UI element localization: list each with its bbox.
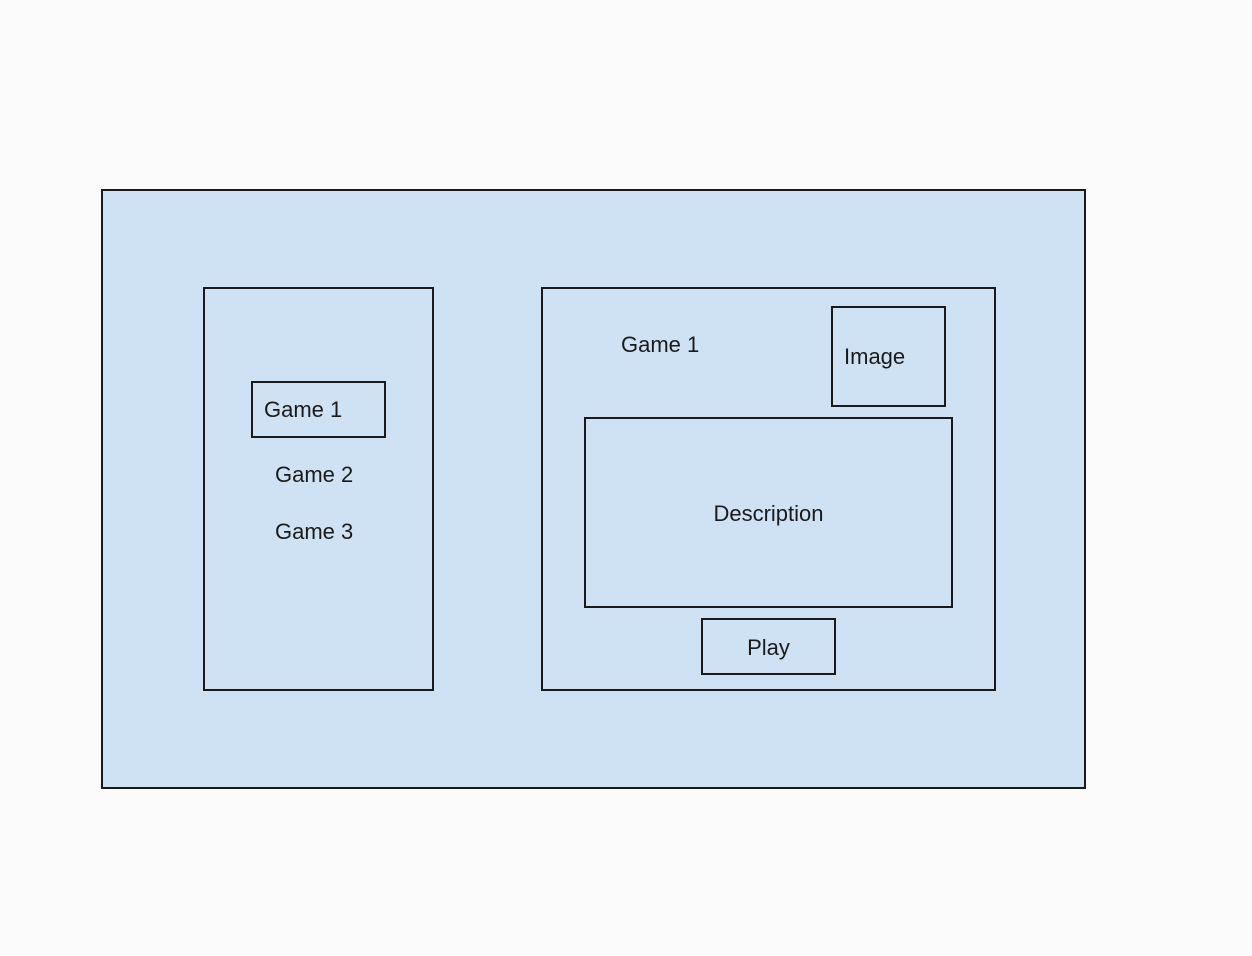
game-list-panel [203,287,434,691]
game-list-item-game-2[interactable]: Game 2 [275,462,354,487]
play-button-label: Play [747,635,790,660]
game-list-item-game-3[interactable]: Game 3 [275,519,354,544]
game-image-placeholder: Image [831,306,946,407]
game-title: Game 1 [621,332,700,357]
image-placeholder-label: Image [844,344,906,369]
play-button[interactable]: Play [701,618,836,675]
game-list-item-game-1[interactable]: Game 1 [251,381,386,438]
game-description-box: Description [584,417,953,608]
description-placeholder-label: Description [713,501,824,526]
game-list-item-label: Game 1 [264,397,343,422]
